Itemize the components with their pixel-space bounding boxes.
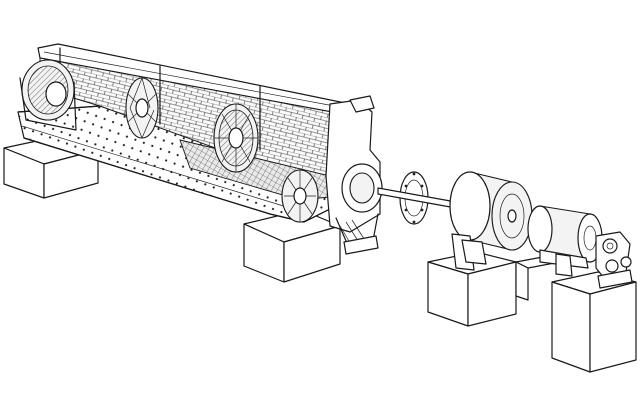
rotor-disc-3	[281, 169, 319, 223]
middle-support-pier	[243, 209, 341, 283]
motor-end-gear	[595, 231, 633, 289]
rotor-disc-left	[19, 59, 77, 131]
rotor-disc-1	[125, 77, 159, 139]
drive-motor	[527, 205, 603, 277]
discharge-housing	[325, 95, 383, 255]
motor-pedestal	[551, 271, 637, 373]
rotor-disc-2	[213, 103, 259, 173]
